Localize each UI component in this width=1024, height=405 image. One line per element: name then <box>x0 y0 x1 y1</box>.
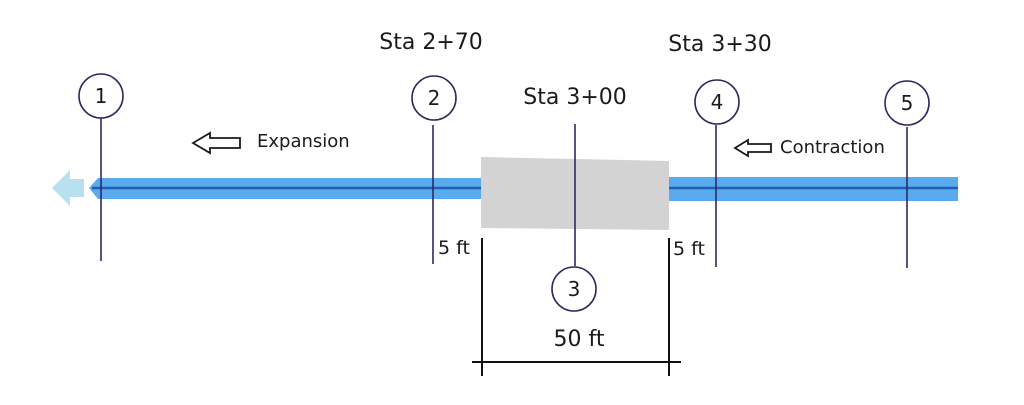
section-marker-1: 1 <box>78 73 124 119</box>
expansion-label: Expansion <box>257 131 350 152</box>
cross-section-lines <box>100 118 908 268</box>
section-marker-4: 4 <box>694 79 740 125</box>
flow-direction-arrow <box>52 170 84 206</box>
svg-text:2: 2 <box>428 86 441 110</box>
section-marker-3: 3 <box>551 266 597 312</box>
svg-text:3: 3 <box>568 277 581 301</box>
station-label-center: Sta 3+00 <box>523 85 627 110</box>
dimension-right-offset: 5 ft <box>673 238 705 260</box>
contraction-arrow-icon <box>733 138 772 158</box>
dimension-left-offset: 5 ft <box>438 237 470 259</box>
station-label-upstream: Sta 2+70 <box>379 30 483 55</box>
section-marker-2: 2 <box>411 75 457 121</box>
station-label-downstream: Sta 3+30 <box>668 32 772 57</box>
dimension-structure-length: 50 ft <box>554 327 605 352</box>
contraction-label: Contraction <box>780 137 885 158</box>
expansion-arrow-icon <box>191 131 241 155</box>
svg-text:5: 5 <box>901 91 914 115</box>
cross-section-markers: 1 2 3 4 5 <box>78 73 930 312</box>
section-marker-5: 5 <box>884 80 930 126</box>
dimension-lines <box>472 238 681 376</box>
svg-text:4: 4 <box>711 90 724 114</box>
svg-text:1: 1 <box>95 84 108 108</box>
